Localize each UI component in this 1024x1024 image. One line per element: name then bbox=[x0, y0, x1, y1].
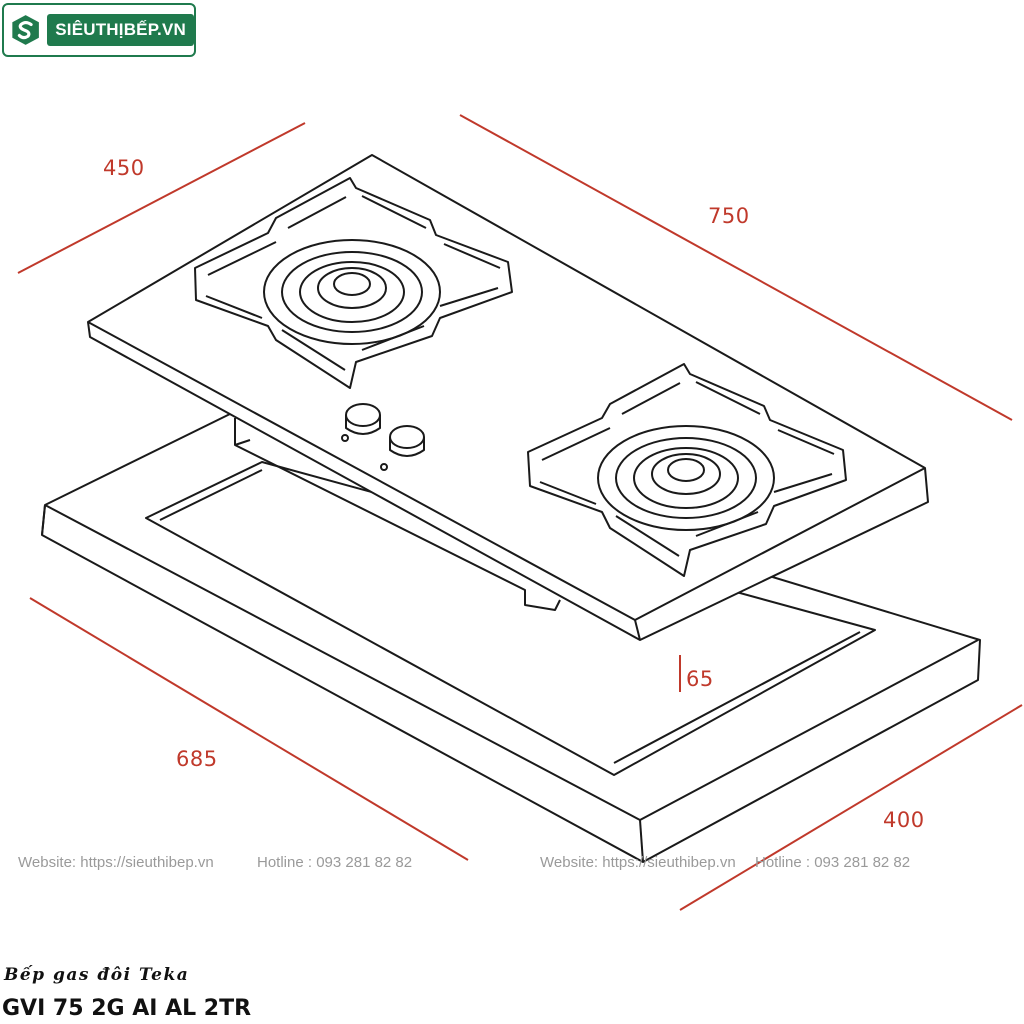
watermark-hotline: Hotline : 093 281 82 82 bbox=[257, 854, 413, 871]
dimension-label-65: 65 bbox=[686, 667, 714, 691]
watermark-website: Website: https://sieuthibep.vn bbox=[540, 854, 736, 871]
dimension-label-450: 450 bbox=[103, 156, 145, 180]
dimension-lines bbox=[17, 114, 1023, 911]
burner-left bbox=[194, 177, 513, 389]
glass-top bbox=[87, 154, 929, 641]
burner-right bbox=[527, 363, 847, 577]
control-knobs bbox=[341, 403, 425, 471]
watermark-website: Website: https://sieuthibep.vn bbox=[18, 854, 214, 871]
watermark-hotline: Hotline : 093 281 82 82 bbox=[755, 854, 911, 871]
dimension-label-400: 400 bbox=[883, 808, 925, 832]
logo-s-icon bbox=[12, 15, 39, 45]
logo-text: SIÊUTHỊBẾP.VN bbox=[47, 14, 194, 46]
dim-line-685 bbox=[29, 597, 469, 861]
dimension-label-750: 750 bbox=[708, 204, 750, 228]
site-logo[interactable]: SIÊUTHỊBẾP.VN bbox=[2, 3, 196, 57]
dim-line-450 bbox=[17, 122, 306, 274]
dimension-label-685: 685 bbox=[176, 747, 218, 771]
product-subtitle: Bếp gas đôi Teka bbox=[4, 965, 190, 985]
dim-line-750 bbox=[459, 114, 1013, 421]
dim-line-400 bbox=[679, 704, 1023, 911]
hob-body bbox=[234, 418, 561, 611]
product-model: GVI 75 2G AI AL 2TR bbox=[2, 996, 252, 1021]
